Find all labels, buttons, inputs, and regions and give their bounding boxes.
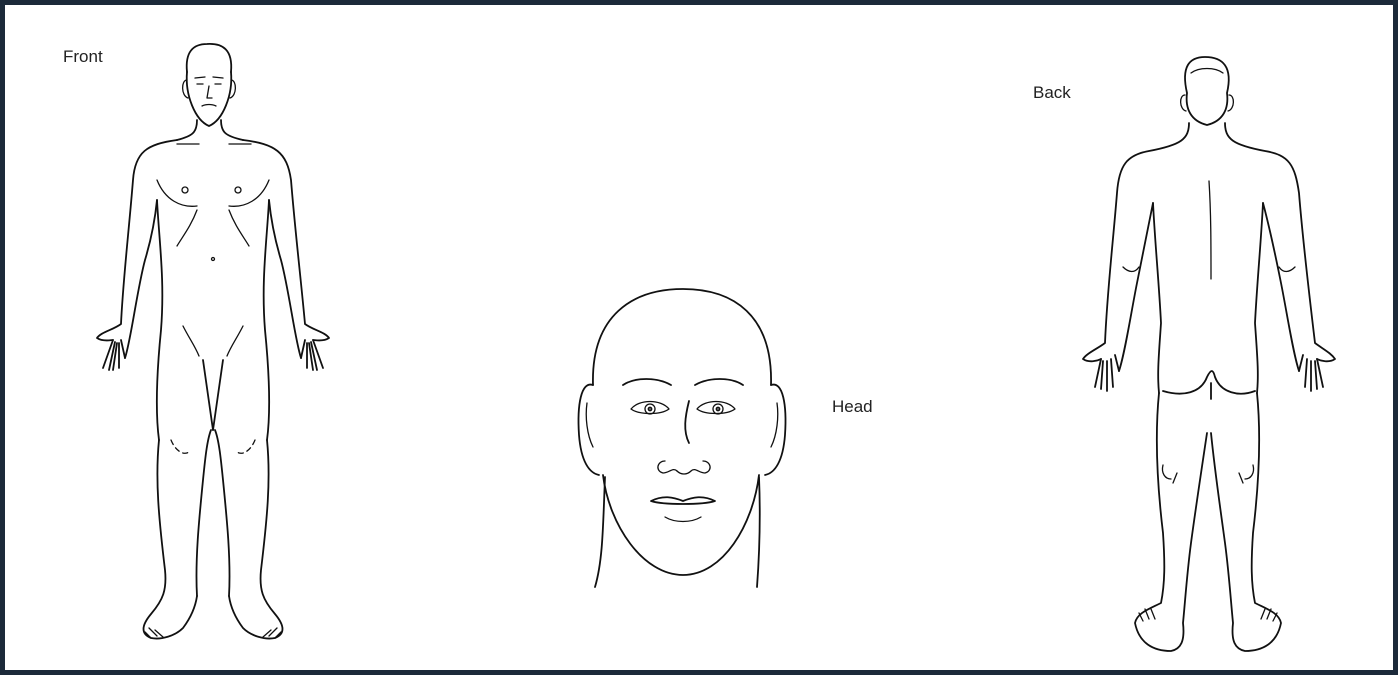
back-head (1185, 57, 1229, 125)
front-body-figure (85, 40, 345, 650)
head-outline (593, 289, 771, 385)
front-head (187, 72, 232, 126)
front-hair (187, 44, 232, 72)
back-label: Back (1033, 83, 1071, 103)
back-body-figure (1083, 53, 1343, 663)
head-figure (573, 285, 793, 595)
head-label: Head (832, 397, 873, 417)
